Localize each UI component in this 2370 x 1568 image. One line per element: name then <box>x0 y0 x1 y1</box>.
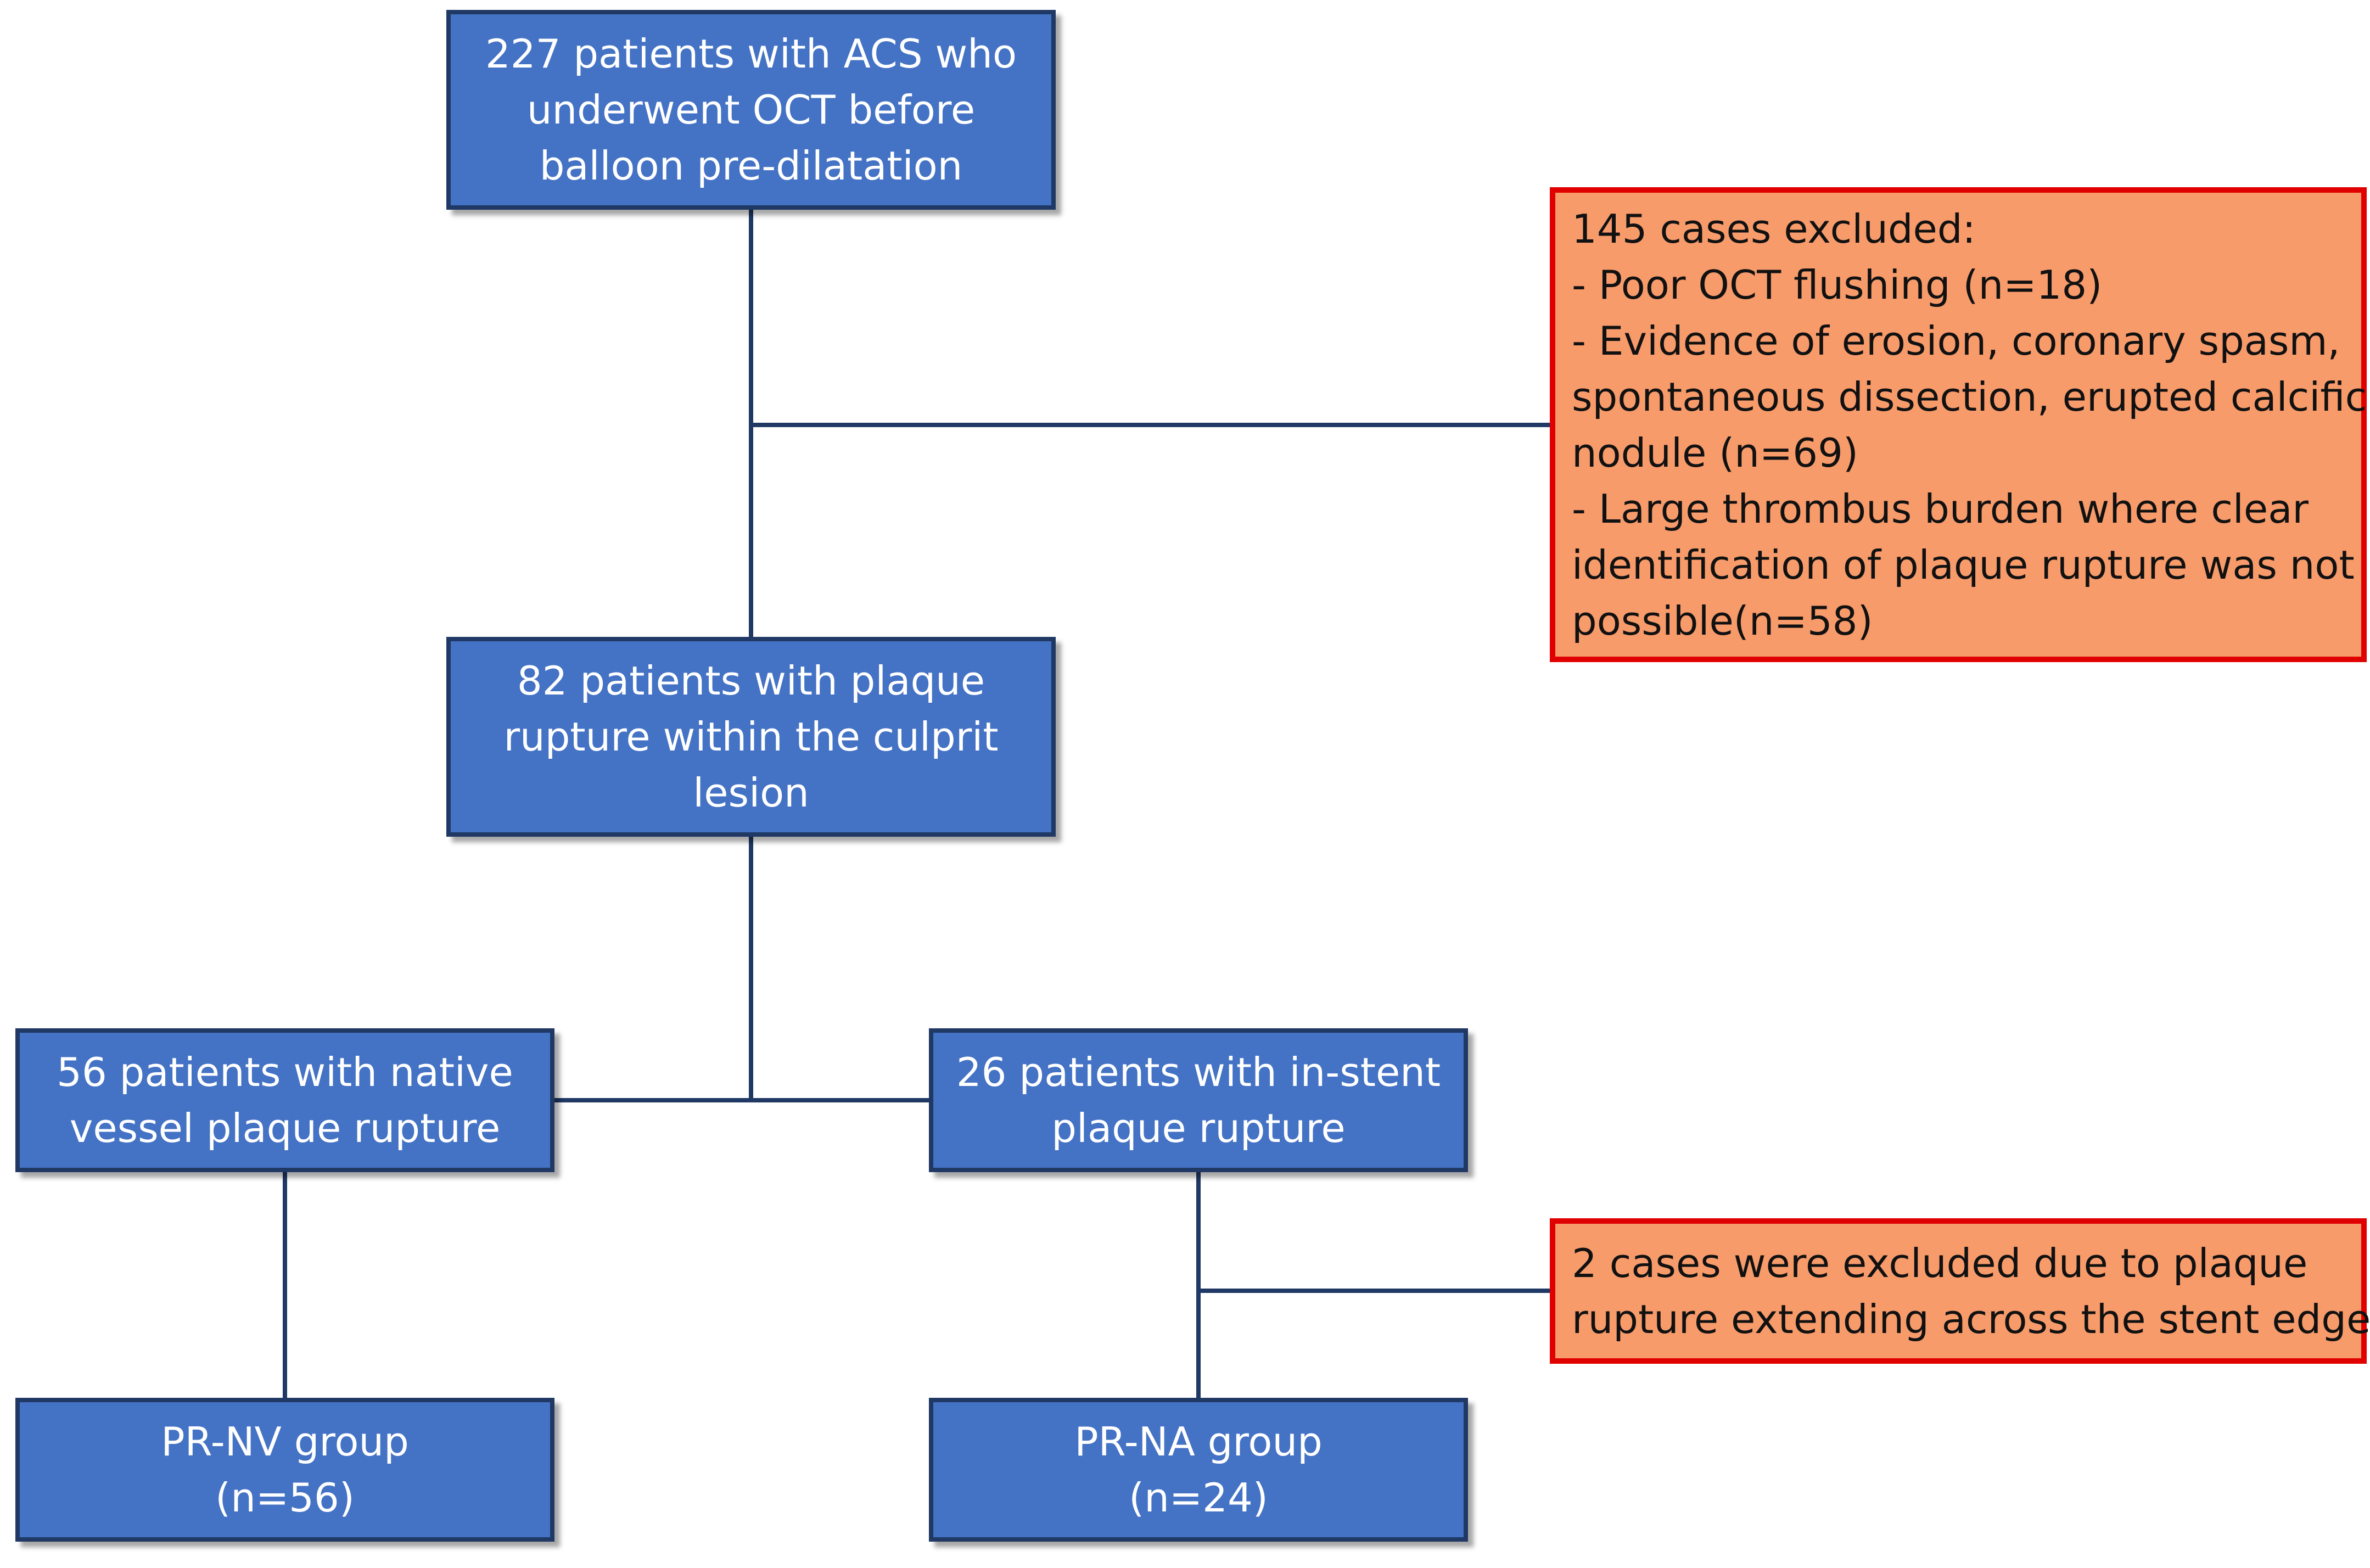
box-text-line: - Large thrombus burden where clear <box>1572 485 2309 532</box>
box-text-line: possible(n=58) <box>1572 597 1873 644</box>
box-text-line: (n=24) <box>1129 1475 1268 1521</box>
box-text-line: 82 patients with plaque <box>517 658 985 704</box>
box-text-line: balloon pre-dilatation <box>539 143 963 189</box>
box-text-line: 2 cases were excluded due to plaque <box>1572 1240 2308 1286</box>
box-text-line: vessel plaque rupture <box>69 1105 501 1151</box>
enrolled-patients-box: 227 patients with ACS who underwent OCT … <box>446 10 1056 210</box>
box-text-line: PR-NV group <box>161 1419 409 1465</box>
box-text-line: (n=56) <box>215 1475 355 1521</box>
box-text-line: 227 patients with ACS who <box>485 31 1017 77</box>
box-text-line: underwent OCT before <box>526 87 976 133</box>
box-text-line: 56 patients with native <box>57 1049 513 1095</box>
plaque-rupture-box: 82 patients with plaque rupture within t… <box>446 637 1056 837</box>
pr-na-group-box: PR-NA group (n=24) <box>929 1398 1468 1542</box>
excluded-cases-box: 145 cases excluded: - Poor OCT flushing … <box>1550 187 2367 662</box>
excluded-stent-edge-box: 2 cases were excluded due to plaque rupt… <box>1550 1218 2370 1364</box>
box-text-line: 145 cases excluded: <box>1572 205 1976 252</box>
box-text-line: plaque rupture <box>1051 1105 1346 1151</box>
box-text-line: spontaneous dissection, erupted calcific <box>1572 373 2367 420</box>
box-text-line: 26 patients with in-stent <box>956 1049 1441 1095</box>
box-text-line: - Poor OCT flushing (n=18) <box>1572 261 2103 308</box>
native-vessel-box: 56 patients with native vessel plaque ru… <box>15 1028 554 1172</box>
pr-nv-group-box: PR-NV group (n=56) <box>15 1398 554 1542</box>
in-stent-box: 26 patients with in-stent plaque rupture <box>929 1028 1468 1172</box>
box-text-line: rupture within the culprit <box>503 714 999 760</box>
box-text-line: nodule (n=69) <box>1572 429 1858 476</box>
box-text-line: identification of plaque rupture was not <box>1572 541 2355 588</box>
box-text-line: lesion <box>693 770 809 816</box>
box-text-line: PR-NA group <box>1074 1419 1323 1465</box>
box-text-line: - Evidence of erosion, coronary spasm, <box>1572 317 2340 364</box>
box-text-line: rupture extending across the stent edge <box>1572 1296 2370 1342</box>
